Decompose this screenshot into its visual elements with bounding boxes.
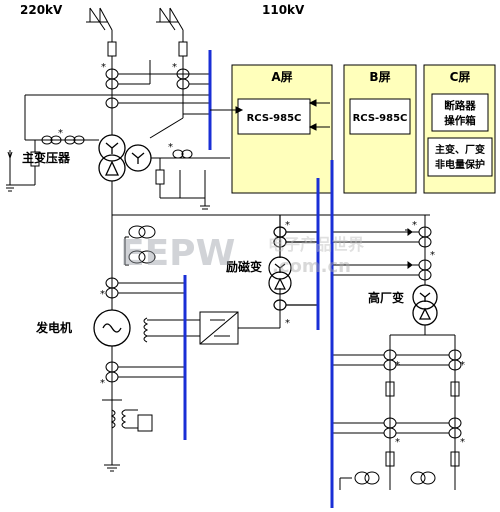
screen-b-relay: RCS-985C (353, 113, 408, 124)
aux-transformer-label: 高厂变 (368, 290, 404, 305)
ct-polarity-mark: * (58, 128, 63, 139)
neutral-grounding (6, 135, 99, 192)
ct-polarity-mark: * (168, 142, 173, 153)
breaker-box-line2: 操作箱 (444, 114, 476, 127)
screen-b-panel: B屏 RCS-985C (343, 64, 417, 194)
watermark-cn: 电子产品世界 (268, 235, 364, 254)
hv-current-transformers (105, 68, 190, 109)
screen-a-panel: A屏 RCS-985C (231, 64, 333, 194)
ct-polarity-mark: * (285, 318, 290, 329)
ct-polarity-mark: * (100, 378, 105, 389)
screen-a-relay: RCS-985C (247, 113, 302, 124)
generator-symbol (93, 309, 131, 347)
ct-polarity-mark: * (430, 250, 435, 261)
hv-switchgear (86, 7, 188, 139)
secondary-buses (183, 50, 334, 508)
screen-b-title: B屏 (369, 70, 390, 84)
main-transformer-label: 主变压器 (22, 150, 71, 165)
ct-polarity-mark: * (395, 437, 400, 448)
nonelec-line2: 非电量保护 (435, 158, 485, 171)
voltage-220kv: 220kV (20, 3, 63, 17)
screen-c-title: C屏 (450, 70, 471, 84)
ct-polarity-mark: * (460, 360, 465, 371)
screen-a-title: A屏 (271, 70, 292, 84)
nonelec-line1: 主变、厂变 (435, 143, 485, 156)
watermark-brand: EEPW (120, 233, 235, 274)
voltage-110kv: 110kV (262, 3, 305, 17)
excitation-transformer-symbol (268, 215, 318, 311)
excitation-rectifier (143, 288, 281, 345)
breaker-box-line1: 断路器 (444, 99, 476, 112)
ct-polarity-mark: * (101, 62, 106, 73)
ct-polarity-mark: * (460, 437, 465, 448)
screen-c-panel: C屏 断路器 操作箱 主变、厂变 非电量保护 (423, 64, 496, 194)
signal-arrows (210, 99, 413, 269)
ct-polarity-mark: * (285, 220, 290, 231)
generator-label: 发电机 (35, 320, 72, 335)
watermark-site: .com.cn (272, 256, 351, 277)
watermark: EEPW .com.cn 电子产品世界 (120, 233, 364, 277)
generator-feed (105, 181, 430, 310)
aux-transformer-feed (332, 215, 432, 285)
main-transformer-symbol (98, 134, 152, 182)
hv-ct-wiring (24, 60, 210, 140)
excitation-transformer-label: 励磁变 (226, 259, 262, 274)
ct-polarity-mark: * (100, 289, 105, 300)
generator-neutral (102, 346, 185, 472)
ct-polarity-mark: * (172, 62, 177, 73)
ct-polarity-mark: * (412, 220, 417, 231)
ct-polarity-mark: * (395, 360, 400, 371)
aux-branches (332, 325, 462, 490)
transformer-neutral-right (151, 149, 230, 210)
aux-transformer-symbol (412, 284, 438, 326)
